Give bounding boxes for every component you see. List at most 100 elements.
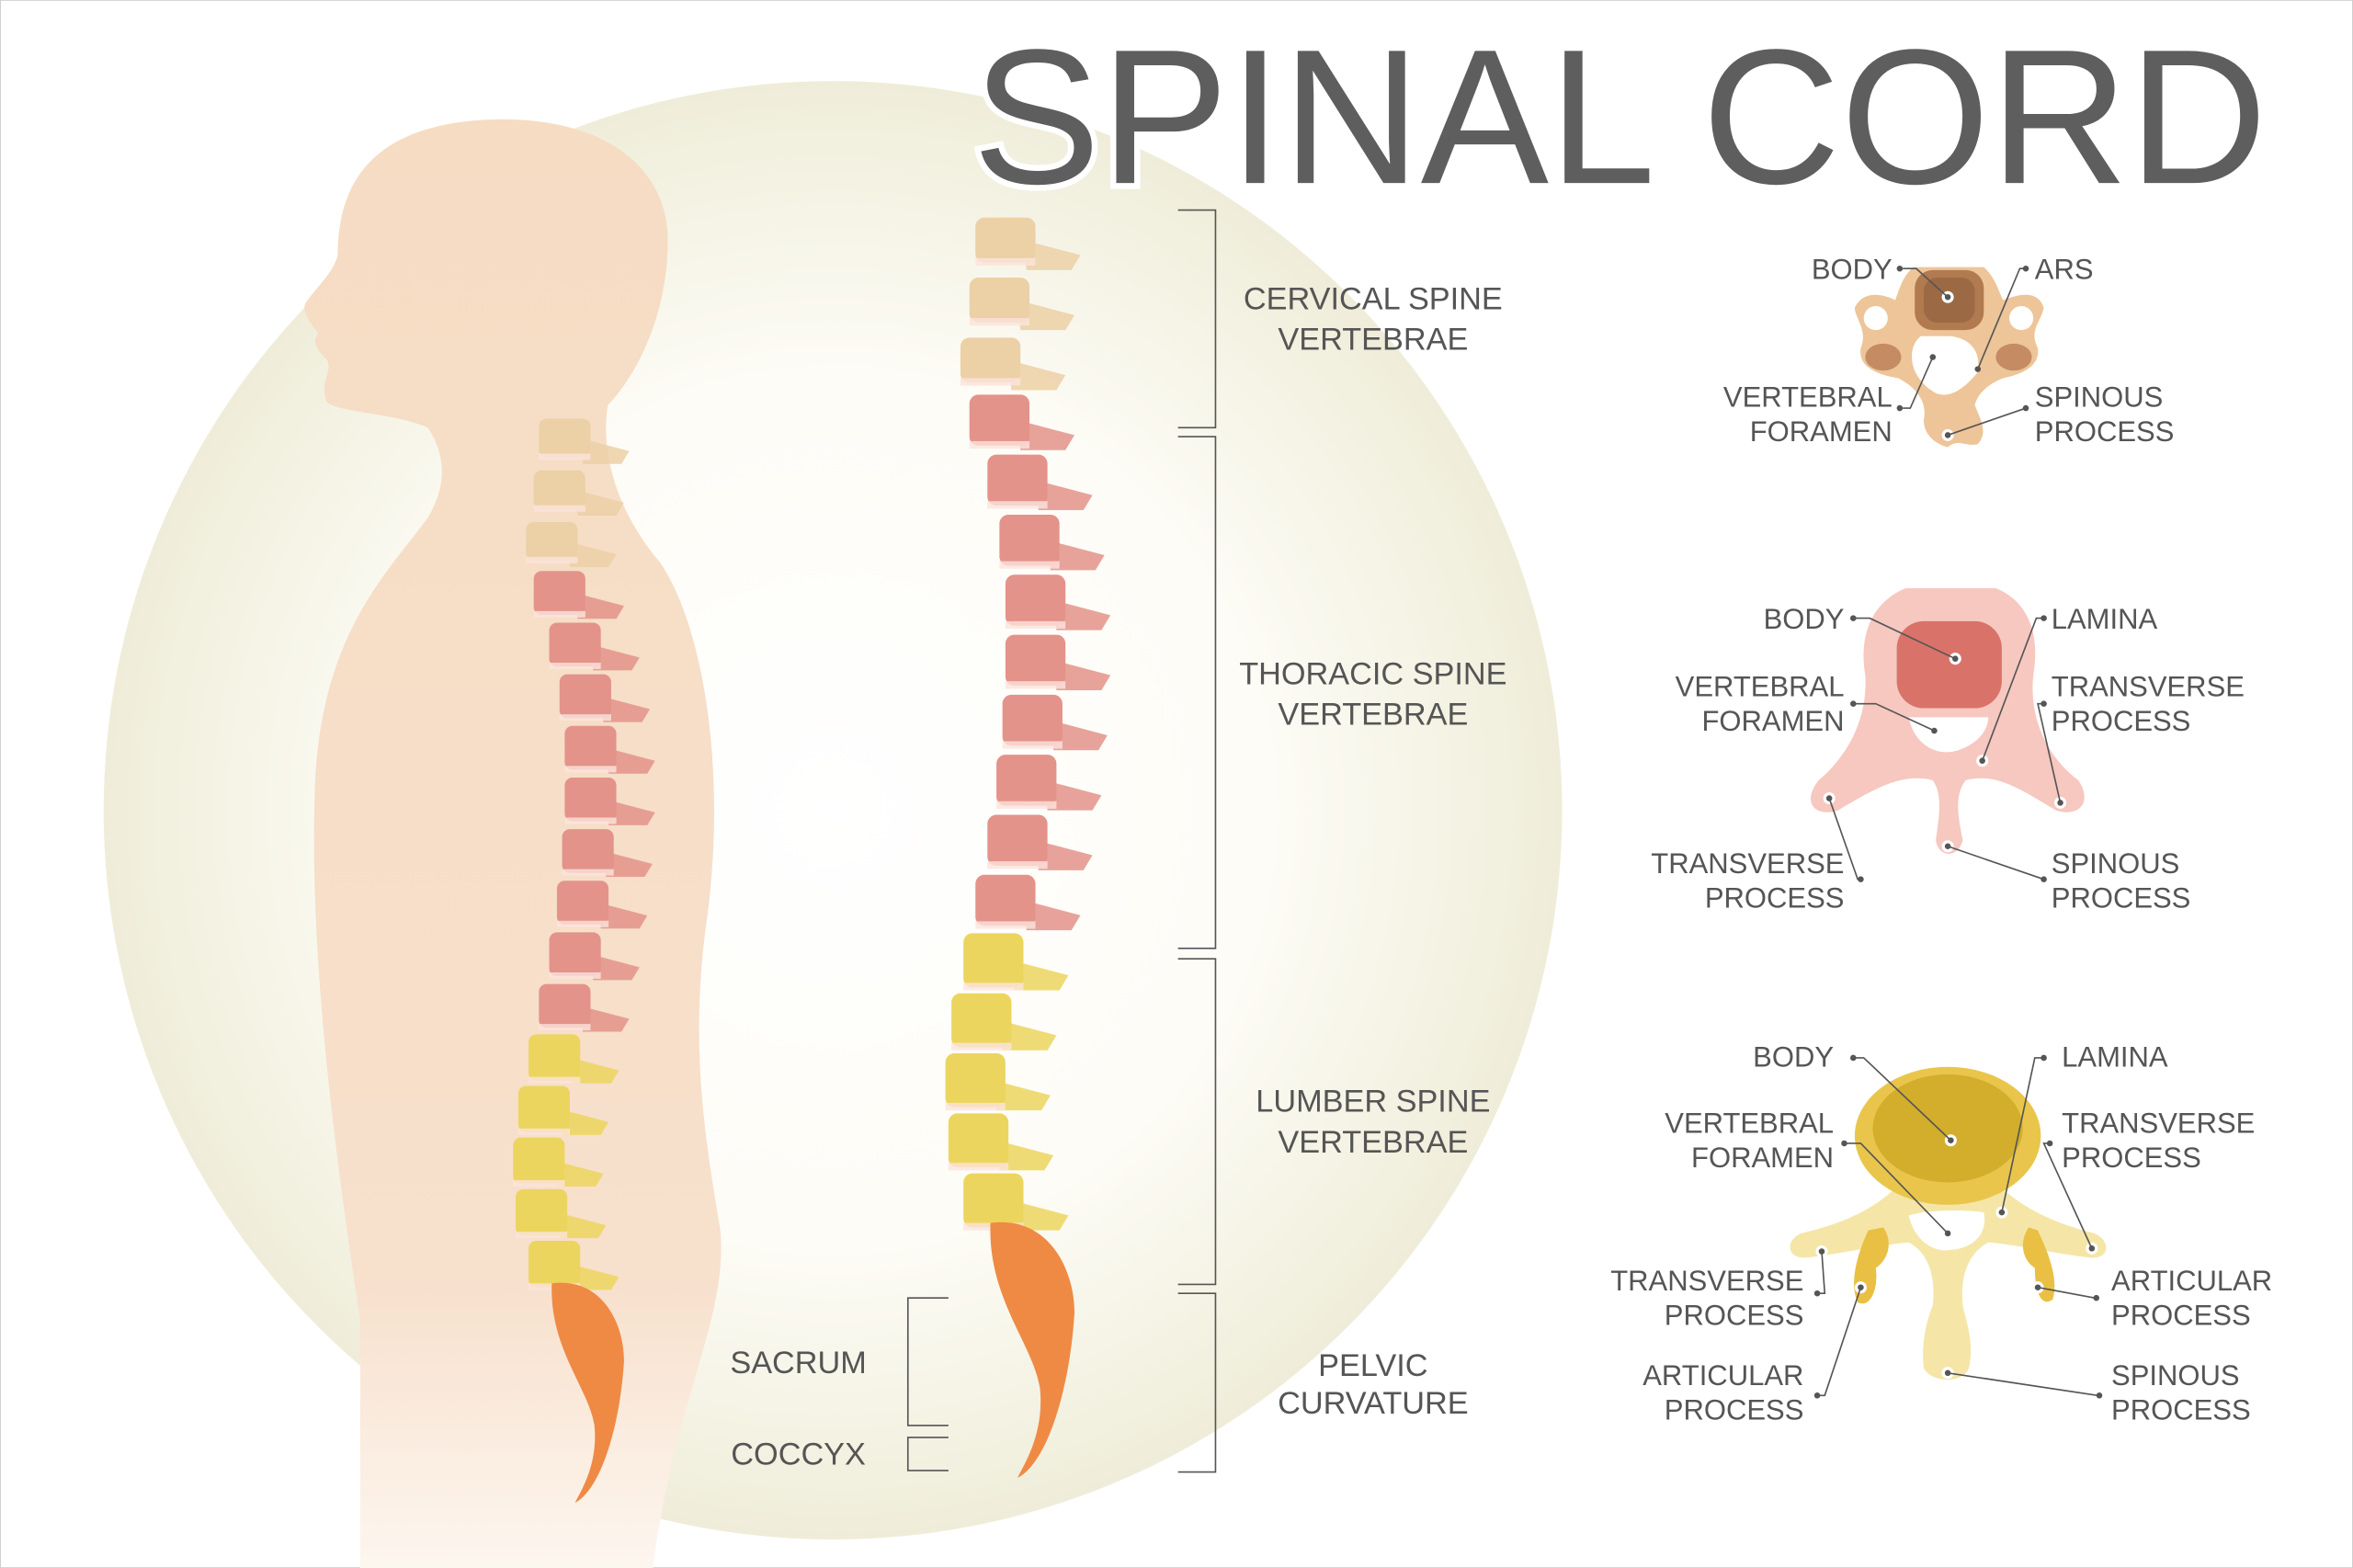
intervertebral-disc: [999, 561, 1060, 569]
vertebra: [513, 1137, 565, 1185]
vertebra: [1002, 694, 1063, 746]
vertebra: [975, 217, 1036, 263]
intervertebral-disc: [516, 1232, 568, 1239]
spinous-process: [597, 903, 648, 929]
spinous-process: [600, 696, 651, 722]
intervertebral-disc: [1005, 681, 1066, 689]
spinous-process: [1053, 600, 1111, 631]
vertebra: [969, 278, 1030, 323]
sacrum-coccyx: [990, 1221, 1074, 1479]
vertebra: [960, 337, 1021, 383]
vertebra: [533, 470, 585, 509]
vertebra: [987, 814, 1048, 866]
intervertebral-disc: [996, 801, 1057, 809]
intervertebral-disc: [945, 1102, 1006, 1111]
spinous-process: [1011, 960, 1069, 991]
vertebra: [517, 1085, 570, 1133]
vertebra: [559, 674, 611, 719]
vertebra: [564, 777, 617, 822]
vertebra: [539, 983, 591, 1028]
thoracic-vertebra: [1811, 587, 2085, 882]
lumbar-body-label: BODY: [1753, 1041, 1834, 1074]
spinous-process: [580, 437, 630, 464]
body-spine: [513, 418, 655, 1503]
intervertebral-disc: [987, 501, 1048, 509]
intervertebral-disc: [975, 257, 1036, 266]
spinous-process: [569, 1264, 620, 1290]
spinous-process: [1050, 720, 1108, 751]
intervertebral-disc: [969, 318, 1030, 326]
vertebra: [556, 881, 609, 926]
intervertebral-disc: [513, 1179, 565, 1187]
vertebra: [529, 1240, 581, 1288]
vertebra: [969, 394, 1030, 446]
intervertebral-disc: [562, 869, 614, 876]
vertebra: [564, 725, 617, 770]
vertebra: [516, 1188, 568, 1236]
spinous-process: [606, 747, 655, 774]
spinous-process: [590, 644, 640, 671]
intervertebral-disc: [987, 861, 1048, 869]
spinous-process: [574, 489, 624, 516]
vertebra: [526, 521, 578, 562]
spinous-process: [554, 1160, 604, 1187]
intervertebral-disc: [526, 556, 578, 563]
spinous-process: [1047, 540, 1105, 571]
spinous-process: [569, 1057, 620, 1084]
vertebra: [1005, 574, 1066, 626]
coccyx-label: COCCYX: [731, 1437, 866, 1471]
spinous-process: [603, 850, 653, 878]
spinous-process: [580, 1006, 630, 1032]
intervertebral-disc: [1002, 741, 1063, 749]
spinous-process: [1017, 300, 1074, 331]
spinous-process: [1035, 480, 1093, 511]
main-spine: [945, 217, 1111, 1479]
vertebra: [945, 1053, 1006, 1108]
spinous-process: [606, 799, 655, 825]
sacrum-coccyx: [551, 1282, 624, 1503]
thoracic-lamina-label: LAMINA: [2052, 603, 2158, 635]
vertebra: [948, 1113, 1009, 1168]
spinous-process: [1017, 420, 1074, 450]
thoracic-body-label: BODY: [1764, 603, 1845, 635]
intervertebral-disc: [948, 1163, 1009, 1171]
spinous-process: [999, 1020, 1057, 1051]
vertebra: [999, 514, 1060, 566]
spinous-process: [1008, 359, 1066, 391]
intervertebral-disc: [1005, 620, 1066, 630]
spinous-process: [559, 1108, 609, 1135]
vertebra: [533, 571, 585, 616]
vertebra: [539, 418, 591, 458]
region-brackets: [906, 209, 1217, 1473]
spinous-process: [567, 541, 617, 568]
vertebra: [549, 932, 601, 977]
intervertebral-disc: [556, 920, 609, 927]
vertebra: [996, 755, 1057, 806]
vertebra: [963, 933, 1024, 988]
spinous-process: [1044, 779, 1102, 811]
sacrum-label: SACRUM: [730, 1346, 867, 1381]
spinous-process: [1023, 900, 1081, 931]
spinous-process: [1053, 660, 1111, 690]
lumbar-lamina-label: LAMINA: [2062, 1041, 2168, 1074]
spinous-process: [1011, 1200, 1069, 1231]
spinous-process: [996, 1140, 1054, 1171]
cervical-vertebra: [1854, 265, 2044, 448]
page-title: SPINAL CORD: [972, 10, 2268, 224]
